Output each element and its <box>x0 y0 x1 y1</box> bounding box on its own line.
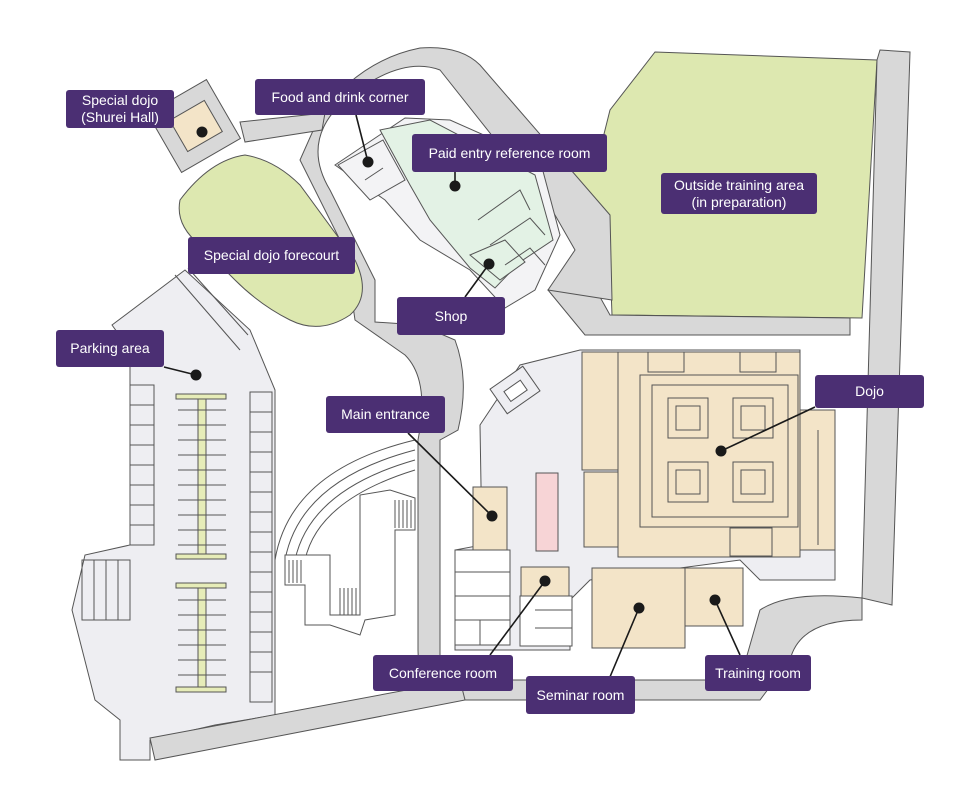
label-seminar: Seminar room <box>526 676 635 714</box>
stair-structure <box>284 489 416 636</box>
pin-shop <box>483 258 495 270</box>
label-special-dojo: Special dojo (Shurei Hall) <box>66 90 174 128</box>
label-paid-entry: Paid entry reference room <box>412 134 607 172</box>
dojo-complex <box>581 351 836 558</box>
dojo-floor-lines <box>639 374 819 545</box>
parking-dividers <box>175 393 227 693</box>
pin-food-corner <box>362 156 374 168</box>
label-outside-training: Outside training area (in preparation) <box>661 173 817 214</box>
west-rooms <box>454 549 573 647</box>
east-road <box>861 49 911 606</box>
north-building-partitions <box>364 167 546 266</box>
pin-main-entrance <box>486 510 498 522</box>
stair-treads <box>284 500 412 615</box>
southwest-road <box>149 679 466 761</box>
pin-seminar <box>633 602 645 614</box>
building-canopy-inner <box>503 379 528 403</box>
pin-special-dojo <box>196 126 208 138</box>
label-food-corner: Food and drink corner <box>255 79 425 115</box>
label-training: Training room <box>705 655 811 691</box>
label-forecourt: Special dojo forecourt <box>188 237 355 274</box>
leader-lines <box>163 114 816 685</box>
label-shop: Shop <box>397 297 505 335</box>
pin-parking <box>190 369 202 381</box>
shop-room <box>469 239 526 281</box>
dojo-walkway <box>239 112 326 143</box>
pin-paid-entry <box>449 180 461 192</box>
label-parking: Parking area <box>56 330 164 367</box>
special-dojo-room <box>168 99 224 153</box>
label-conference: Conference room <box>373 655 513 691</box>
parking-lot <box>71 269 276 761</box>
pin-dojo <box>715 445 727 457</box>
parking-stall-lines <box>178 409 226 676</box>
pin-conference <box>539 575 551 587</box>
label-dojo: Dojo <box>815 375 924 408</box>
pin-training <box>709 594 721 606</box>
parking-stalls <box>81 267 273 703</box>
pink-feature <box>535 472 559 552</box>
location-pins <box>190 126 727 614</box>
label-main-entrance: Main entrance <box>326 396 445 433</box>
curved-approach <box>274 439 416 561</box>
food-corner-room <box>337 139 406 201</box>
